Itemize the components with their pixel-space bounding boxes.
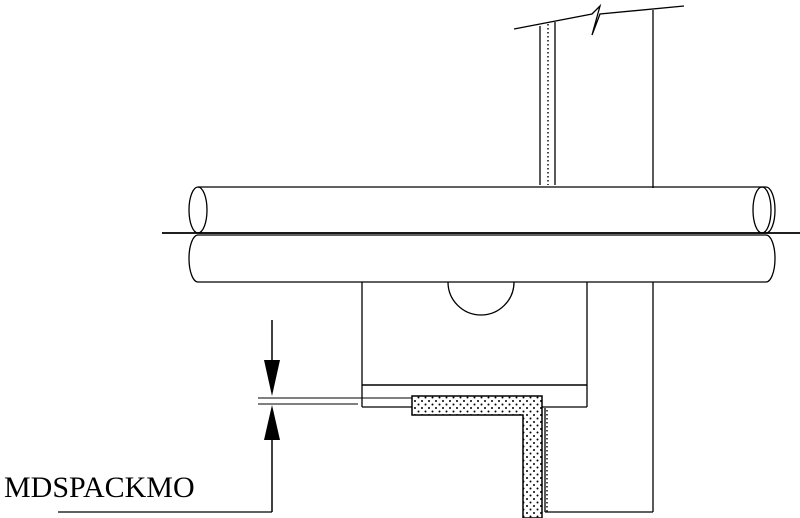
dimension-arrows bbox=[58, 320, 280, 513]
arrow-down-icon bbox=[264, 360, 280, 396]
clamp-cutout bbox=[447, 281, 515, 316]
dimension-extension-lines bbox=[258, 397, 412, 405]
clamp-block bbox=[361, 281, 588, 408]
upper-pipe bbox=[188, 186, 776, 234]
callout-label: MDSPACKMO bbox=[4, 471, 195, 504]
arrow-up-icon bbox=[264, 405, 280, 440]
vertical-post bbox=[513, 3, 685, 513]
break-line bbox=[513, 3, 685, 36]
packing-angle bbox=[411, 395, 543, 518]
lower-pipe bbox=[188, 234, 776, 283]
